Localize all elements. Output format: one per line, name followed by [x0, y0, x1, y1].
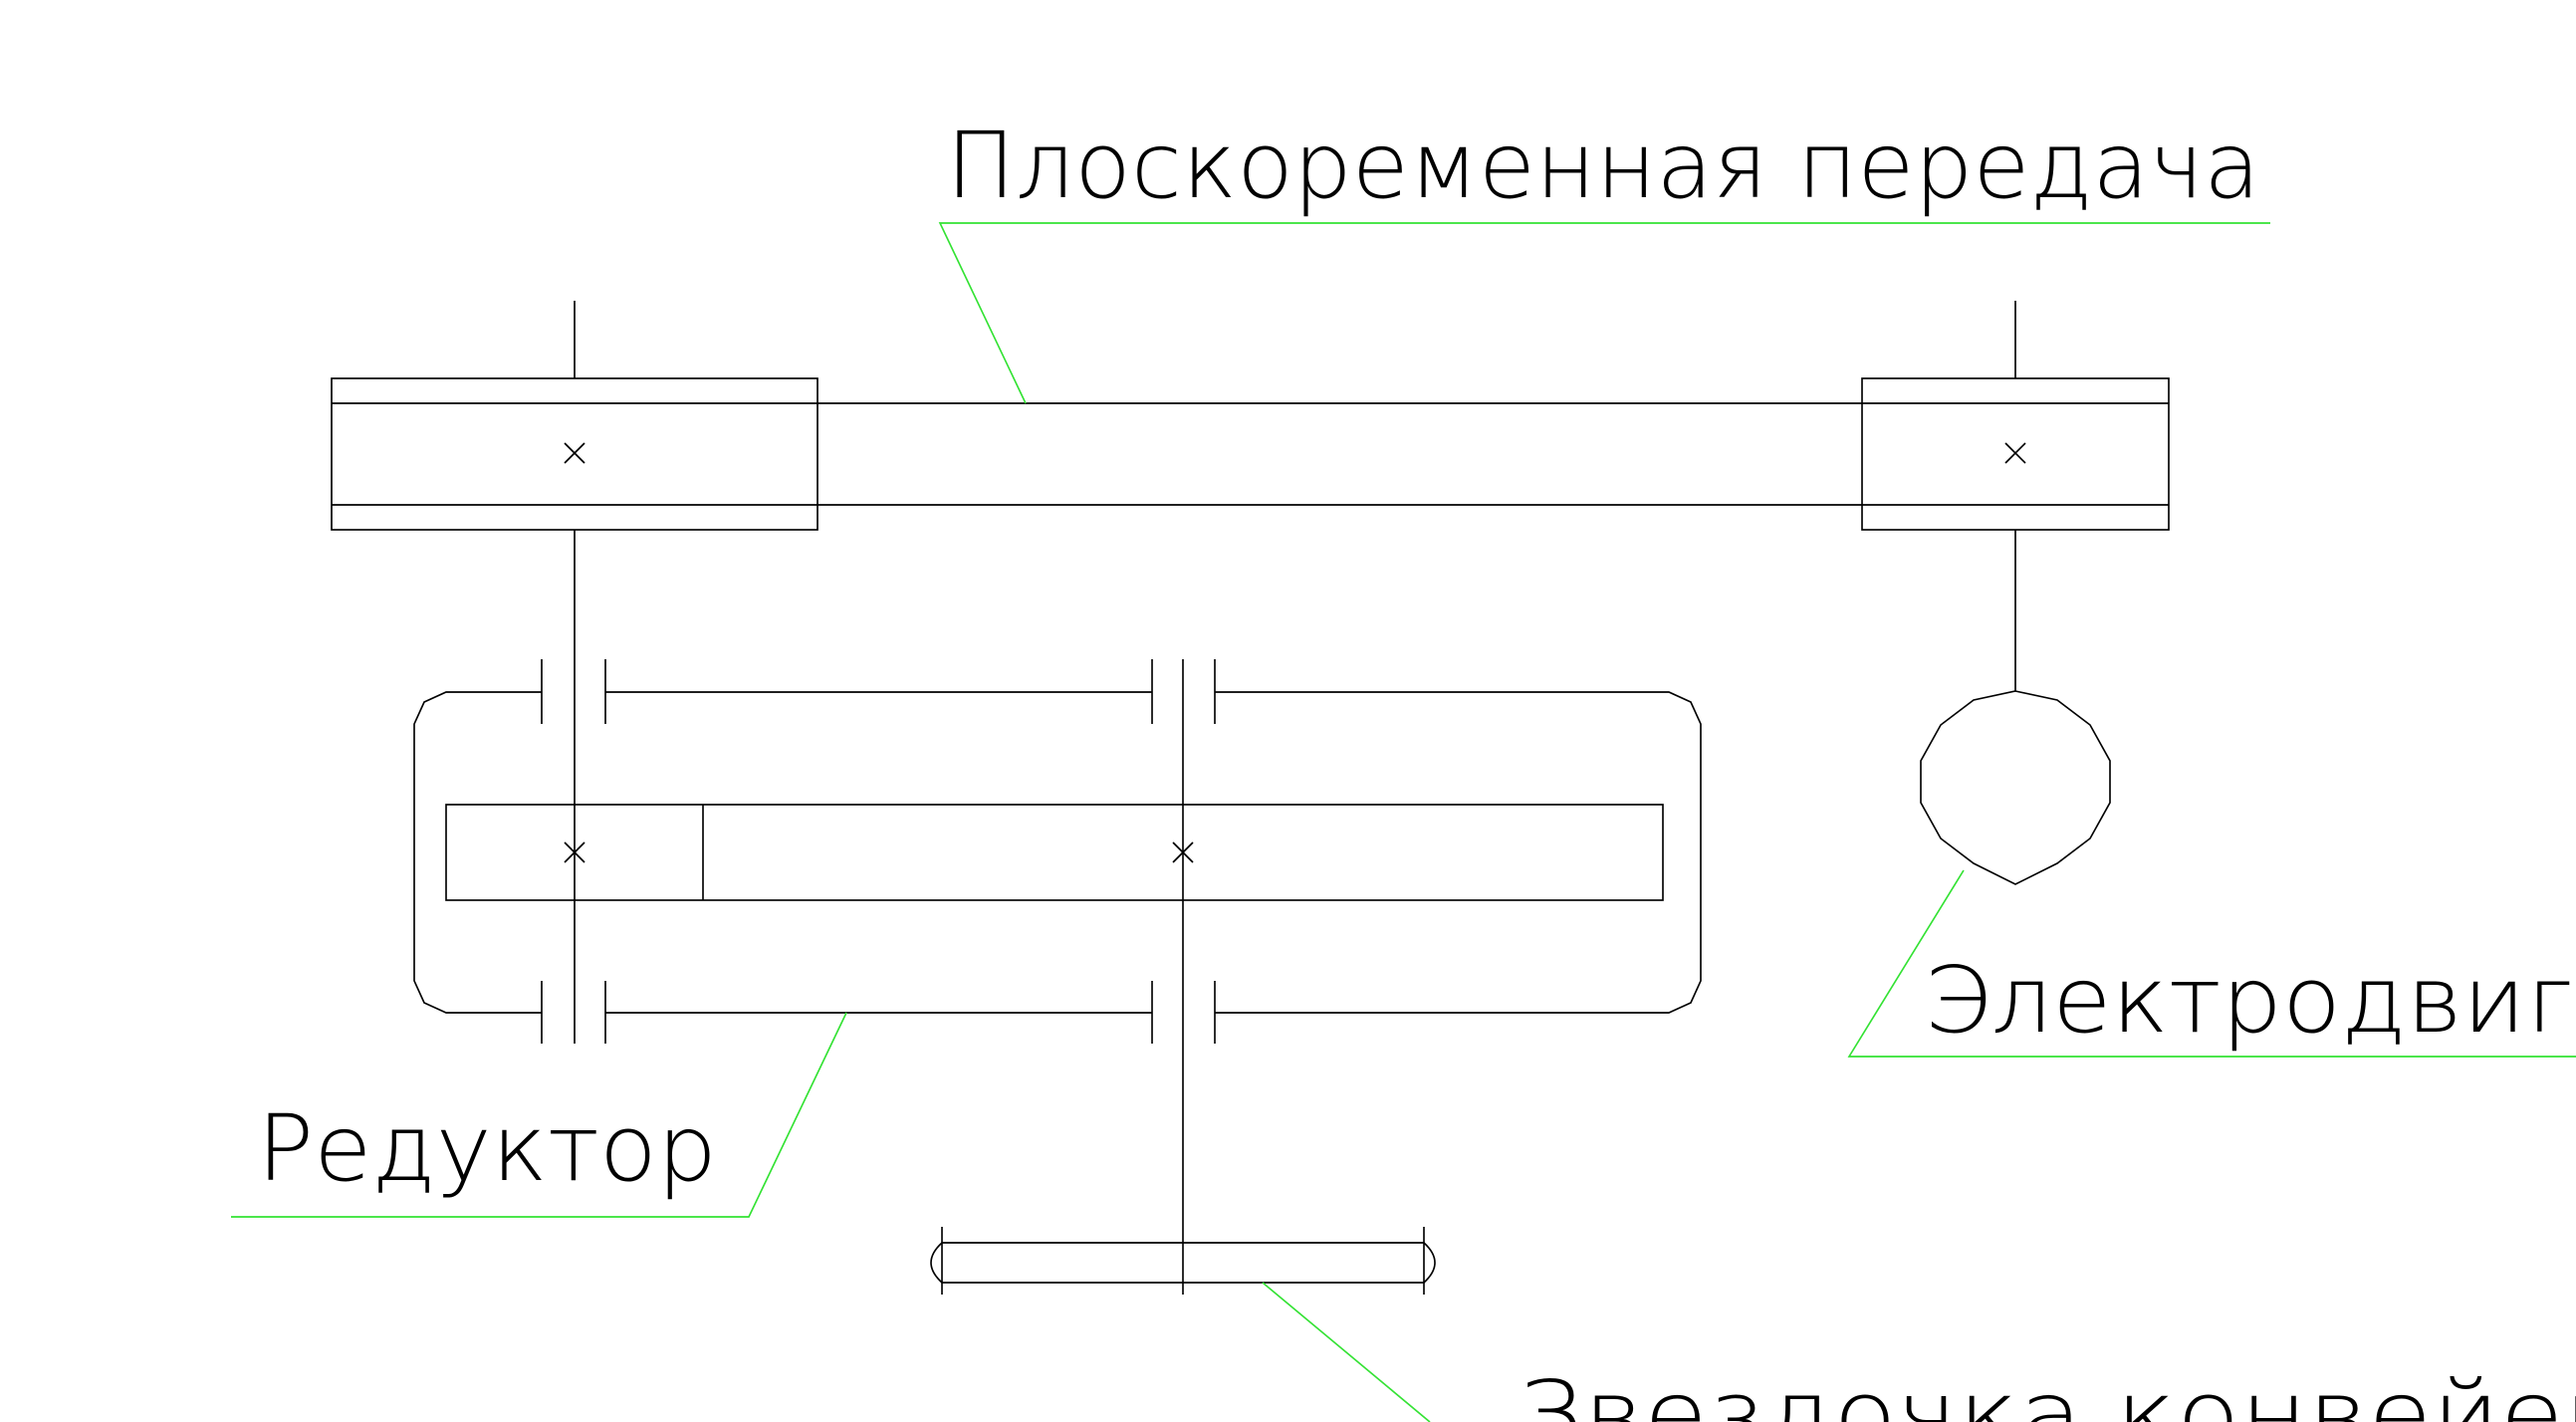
- motor-icon: [1920, 690, 2111, 885]
- right-pulley: [1861, 301, 2170, 531]
- conveyor-sprocket: [930, 1227, 1436, 1295]
- gear-pair: [445, 804, 1664, 901]
- reducer-label: Редуктор: [257, 1095, 717, 1202]
- motor-leader: [1847, 869, 2576, 1058]
- output-shaft: [1151, 659, 1216, 1295]
- flat-belt: [818, 402, 1862, 506]
- pinion-cross-icon: [564, 841, 585, 863]
- belt-drive-label: Плоскоременная передача: [946, 113, 2260, 219]
- belt-drive: [331, 301, 2170, 531]
- leader-lines: [231, 222, 2576, 1422]
- right-pulley-cross-icon: [2004, 442, 2026, 464]
- input-shaft: [541, 530, 606, 1044]
- reducer-leader: [231, 1012, 847, 1218]
- motor-label: Электродвиг: [1924, 947, 2573, 1054]
- sprocket-leader: [1262, 1282, 1431, 1422]
- left-pulley: [331, 301, 819, 531]
- belt-drive-leader: [938, 222, 2270, 404]
- gear-cross-icon: [1172, 841, 1194, 863]
- sprocket-label: Звездочка конвейера: [1518, 1361, 2576, 1422]
- left-pulley-cross-icon: [564, 442, 585, 464]
- reducer: [413, 530, 1702, 1295]
- electric-motor: [1920, 530, 2111, 885]
